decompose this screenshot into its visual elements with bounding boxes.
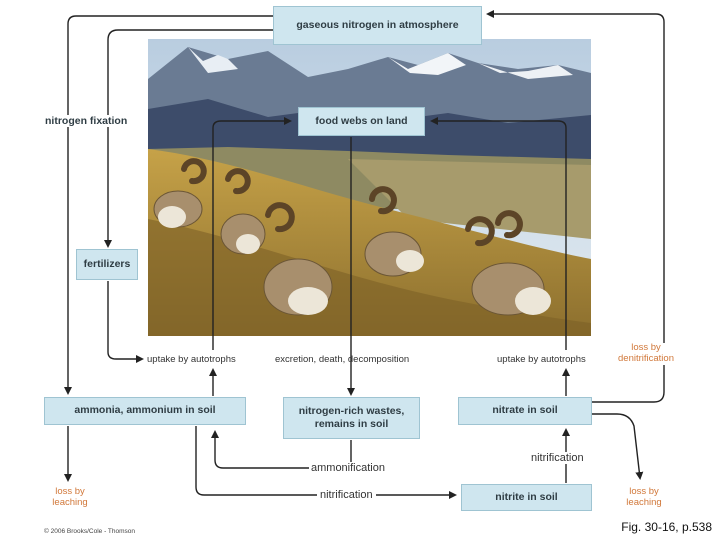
copyright: © 2006 Brooks/Cole - Thomson bbox=[44, 528, 136, 535]
label-uptake-right: uptake by autotrophs bbox=[497, 354, 586, 365]
arrow-leaching-right bbox=[592, 413, 644, 480]
label-ammonification: ammonification bbox=[309, 462, 387, 474]
label-nitrification-upper: nitrification bbox=[529, 452, 586, 464]
arrow-uptake-foodwebs-right bbox=[430, 117, 567, 350]
label-loss-leaching-left: loss by leaching bbox=[52, 486, 88, 508]
box-fertilizers: fertilizers bbox=[76, 249, 138, 280]
arrow-denitrification bbox=[486, 10, 665, 403]
box-ammonia: ammonia, ammonium in soil bbox=[44, 397, 246, 425]
box-nitrate: nitrate in soil bbox=[458, 397, 592, 425]
label-loss-leaching-right: loss by leaching bbox=[626, 486, 662, 508]
label-excretion: excretion, death, decomposition bbox=[275, 354, 410, 365]
label-nitrogen-fixation: nitrogen fixation bbox=[44, 115, 129, 127]
arrow-nitrification-lower bbox=[195, 426, 457, 499]
arrow-uptake-foodwebs-left bbox=[212, 117, 292, 350]
box-food-webs: food webs on land bbox=[298, 107, 425, 136]
box-atmosphere: gaseous nitrogen in atmosphere bbox=[273, 6, 482, 45]
label-nitrification-lower: nitrification bbox=[317, 489, 376, 501]
figure-caption: Fig. 30-16, p.538 bbox=[621, 520, 712, 534]
arrow-fertilizers-uptake bbox=[107, 281, 144, 363]
arrow-nitrogen-fixation bbox=[64, 15, 273, 395]
arrow-to-fertilizers bbox=[104, 29, 273, 248]
box-nitrite: nitrite in soil bbox=[461, 484, 592, 511]
bighorn-sheep-photo bbox=[148, 39, 591, 336]
label-uptake-left: uptake by autotrophs bbox=[147, 354, 236, 365]
label-loss-denitrification: loss by denitrification bbox=[610, 342, 682, 365]
box-wastes: nitrogen-rich wastes, remains in soil bbox=[283, 397, 420, 439]
